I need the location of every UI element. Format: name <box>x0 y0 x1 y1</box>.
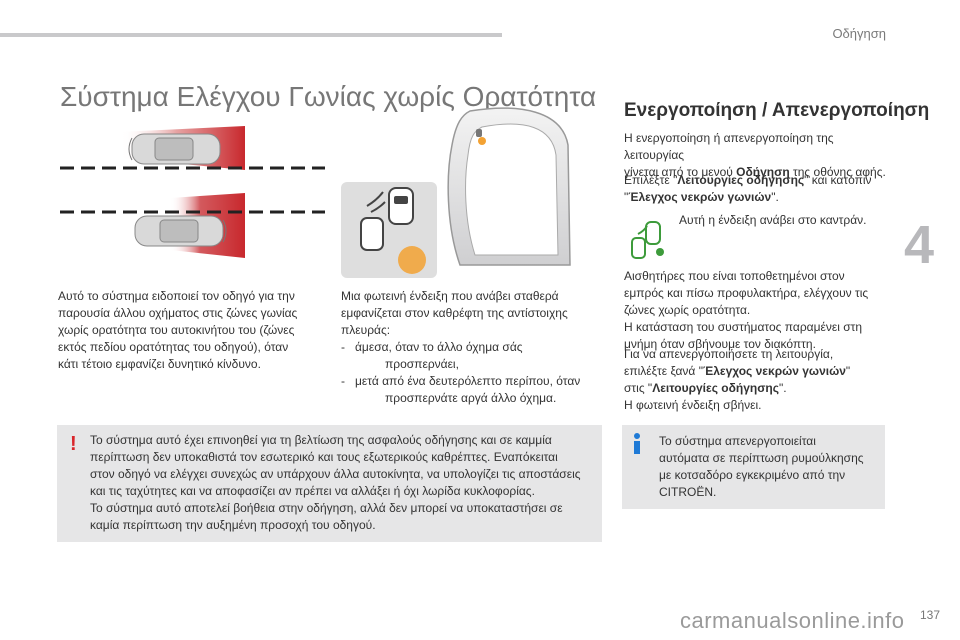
list-item: - μετά από ένα δευτερόλεπτο περίπου, ότα… <box>341 374 581 405</box>
indicator-note: Αυτή η ένδειξη ανάβει στο καντράν. <box>679 213 867 227</box>
car-side-icon <box>360 187 426 274</box>
section-label: Οδήγηση <box>832 26 886 41</box>
top-rule <box>0 33 502 37</box>
deactivation-paragraph: Για να απενεργοποιήσετε τη λειτουργία, ε… <box>624 347 851 412</box>
mirror-warning-illustration <box>447 107 571 266</box>
intro-paragraph: Αυτό το σύστημα ειδοποιεί τον οδηγό για … <box>58 289 298 371</box>
warning-icon: ! <box>70 433 77 455</box>
warning-text: Το σύστημα αυτό έχει επινοηθεί για τη βε… <box>90 433 581 532</box>
activation-paragraph: Η ενεργοποίηση ή απενεργοποίηση της λειτ… <box>624 131 886 179</box>
watermark: carmanualsonline.info <box>680 608 905 633</box>
mirror-alert-light <box>478 137 486 145</box>
dashboard-indicator-icon <box>631 221 664 259</box>
car-bottom <box>134 215 227 247</box>
car-top <box>128 133 221 165</box>
chapter-number: 4 <box>904 215 935 275</box>
blind-spot-symbol-panel <box>341 182 437 278</box>
warning-box: ! Το σύστημα αυτό έχει επινοηθεί για τη … <box>57 425 602 542</box>
page-title: Σύστημα Ελέγχου Γωνίας χωρίς Ορατότητα <box>60 80 597 112</box>
info-icon <box>633 433 641 455</box>
select-paragraph: Επιλέξτε "Λειτουργίες οδήγησης" και κατό… <box>624 173 872 204</box>
section-heading: Ενεργοποίηση / Απενεργοποίηση <box>624 100 930 121</box>
blind-spot-zones-illustration <box>60 126 325 258</box>
page-number: 137 <box>919 608 940 622</box>
